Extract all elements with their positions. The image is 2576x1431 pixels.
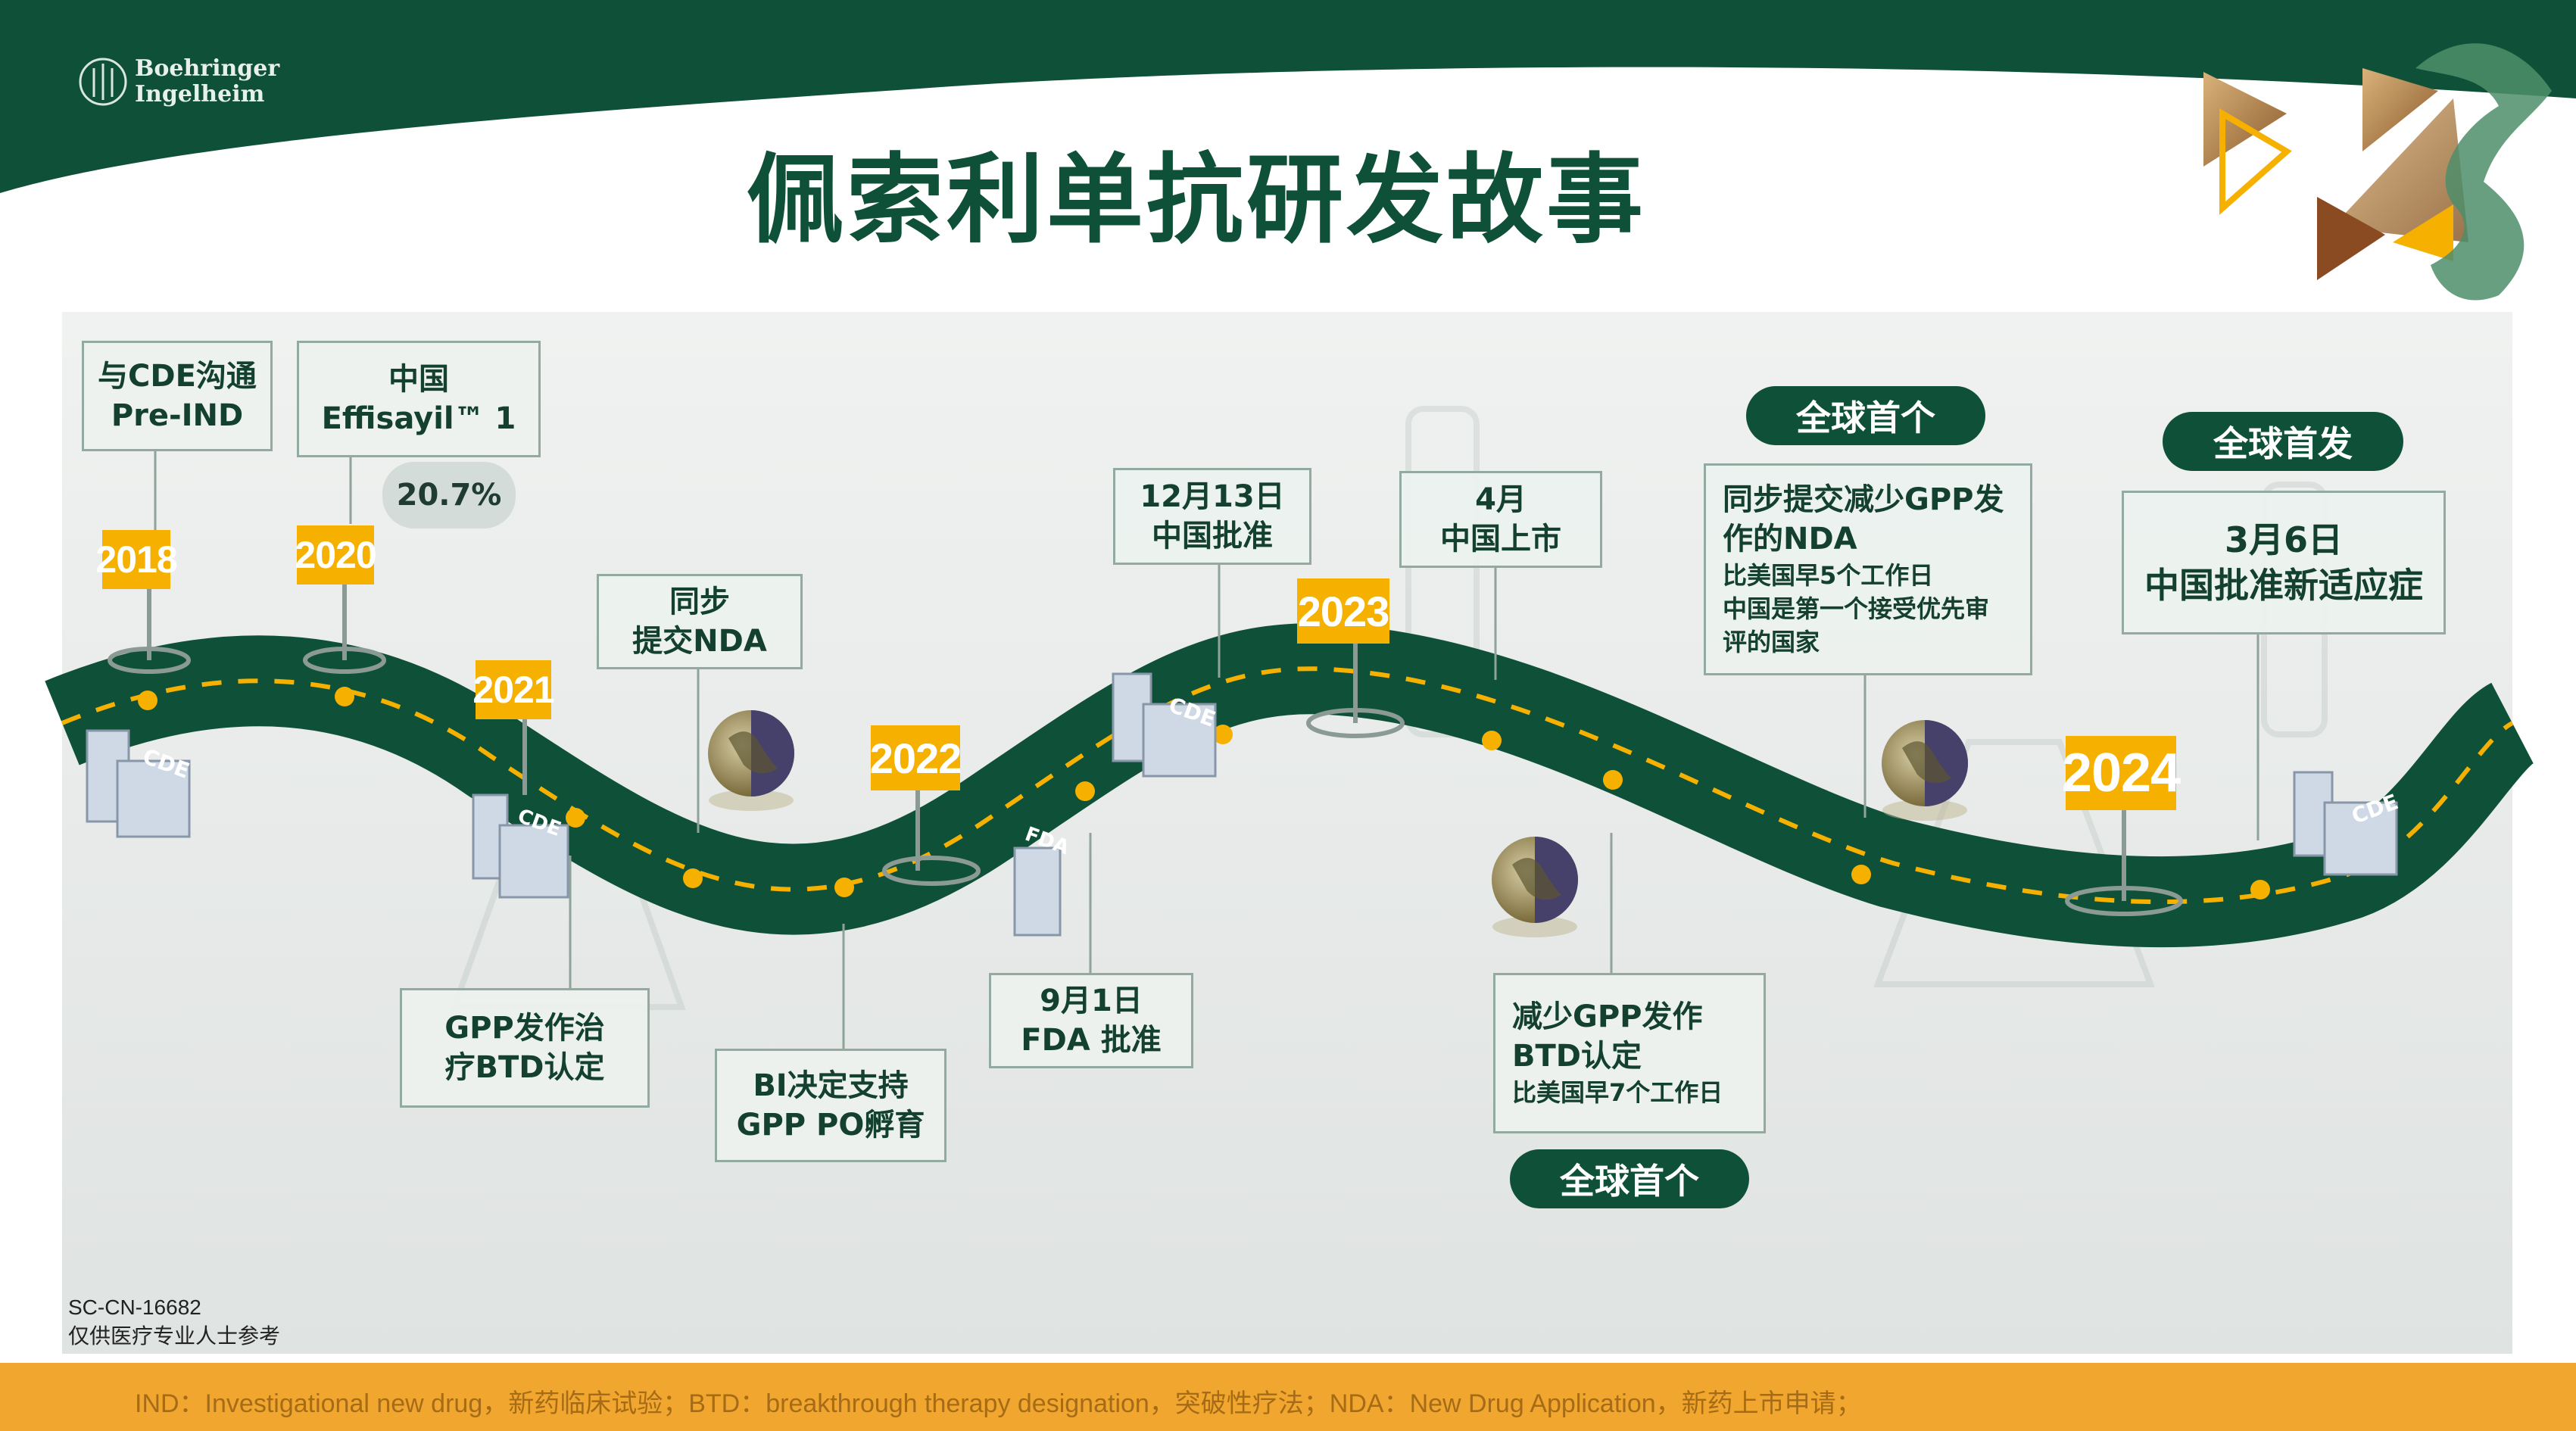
page-title: 佩索利单抗研发故事 — [746, 144, 1646, 257]
milestone-line: GPP发作治 — [444, 1011, 605, 1046]
year-posts — [108, 585, 2183, 916]
global-launch-badge: 全球首发 — [2163, 412, 2403, 471]
milestone-line: 与CDE沟通 — [98, 359, 257, 394]
milestone-btd-gpp: GPP发作治 疗BTD认定 — [400, 988, 650, 1108]
milestone-line: 中国 — [388, 362, 449, 397]
milestone-sync-nda: 同步 提交NDA — [597, 574, 803, 669]
global-first-badge: 全球首个 — [1746, 386, 1985, 445]
connector-lines — [154, 450, 2259, 1049]
milestone-line: 提交NDA — [632, 624, 767, 659]
milestone-line: 同步提交减少GPP发 — [1723, 482, 2004, 517]
globe-icons — [708, 710, 1968, 937]
milestone-line: 同步 — [669, 585, 730, 619]
milestone-line: 12月13日 — [1140, 479, 1285, 514]
road-dots — [138, 687, 2270, 899]
milestone-line: FDA 批准 — [1021, 1023, 1162, 1058]
milestone-line: 中国上市 — [1440, 522, 1561, 556]
milestone-line: 3月6日 — [2224, 519, 2343, 560]
milestone-line: 作的NDA — [1723, 522, 1857, 556]
footer-band — [0, 1363, 2576, 1431]
audience-note: 仅供医疗专业人士参考 — [68, 1324, 281, 1348]
document-code: SC-CN-16682 仅供医疗专业人士参考 — [68, 1293, 280, 1351]
footnote: IND：Investigational new drug，新药临床试验；BTD：… — [135, 1389, 1862, 1418]
milestone-line: Effisayil™ 1 — [321, 401, 516, 436]
milestone-line: 中国批准新适应症 — [2144, 565, 2423, 606]
header-wave — [0, 0, 2576, 193]
milestone-line: 中国批准 — [1152, 519, 1273, 553]
milestone-note: 比美国早5个工作日 — [1723, 561, 1934, 590]
milestone-line: 减少GPP发作 — [1512, 999, 1703, 1034]
milestone-note: 比美国早7个工作日 — [1512, 1078, 1723, 1107]
year-tag-2021: 2021 — [472, 660, 555, 719]
milestone-fda-approval: 9月1日 FDA 批准 — [989, 973, 1193, 1068]
milestone-line: BTD认定 — [1512, 1039, 1642, 1074]
year-tag-2023: 2023 — [1297, 578, 1389, 644]
milestone-effisayil: 中国 Effisayil™ 1 — [297, 341, 541, 457]
logo-line-2: Ingelheim — [135, 81, 265, 108]
year-tag-2020: 2020 — [295, 525, 377, 585]
milestone-cde-pre-ind: 与CDE沟通 Pre-IND — [82, 341, 273, 451]
company-logo-mark — [79, 58, 127, 106]
milestone-line: 9月1日 — [1040, 984, 1143, 1018]
milestone-nda-reduce: 同步提交减少GPP发 作的NDA 比美国早5个工作日 中国是第一个接受优先审 评… — [1704, 463, 2032, 675]
year-tag-2022: 2022 — [870, 725, 962, 790]
response-rate-badge: 20.7% — [382, 462, 516, 528]
milestone-line: Pre-IND — [111, 398, 244, 433]
milestone-btd-reduce: 减少GPP发作 BTD认定 比美国早7个工作日 — [1493, 973, 1766, 1133]
building-icons — [86, 672, 2398, 937]
milestone-china-launch: 4月 中国上市 — [1399, 471, 1602, 568]
global-first-badge: 全球首个 — [1510, 1149, 1749, 1208]
doc-code: SC-CN-16682 — [68, 1295, 201, 1319]
milestone-line: 4月 — [1475, 482, 1527, 517]
decor-triangles — [2203, 68, 2468, 280]
milestone-line: 疗BTD认定 — [444, 1050, 605, 1085]
milestone-note: 中国是第一个接受优先审 — [1723, 594, 1990, 623]
year-tag-2024: 2024 — [2062, 736, 2181, 810]
milestone-bi-decision: BI决定支持 GPP PO孵育 — [715, 1049, 947, 1162]
milestone-china-approval: 12月13日 中国批准 — [1113, 468, 1311, 565]
year-tag-2018: 2018 — [95, 530, 178, 589]
company-logo: Boehringer Ingelheim — [135, 56, 279, 108]
milestone-line: GPP PO孵育 — [736, 1108, 925, 1143]
logo-line-1: Boehringer — [135, 55, 280, 82]
milestone-new-indication: 3月6日 中国批准新适应症 — [2122, 491, 2446, 634]
milestone-line: BI决定支持 — [753, 1068, 909, 1103]
dragon-decor — [2415, 43, 2552, 301]
milestone-note: 评的国家 — [1723, 628, 1820, 656]
